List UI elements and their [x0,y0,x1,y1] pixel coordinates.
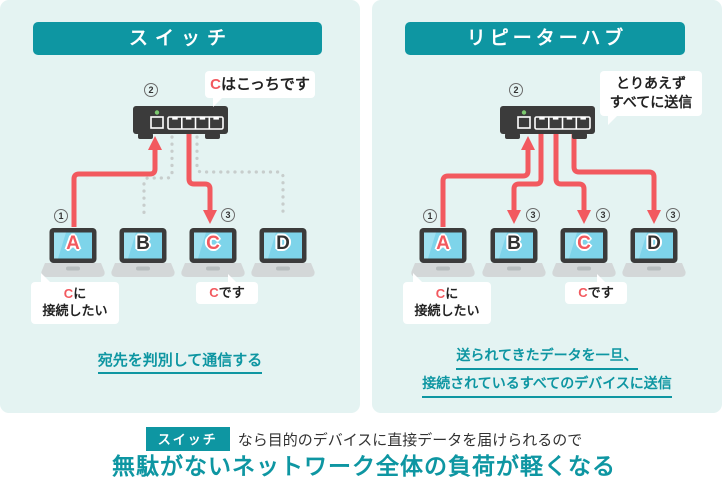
speech-tail-icon [228,274,237,283]
step-circle-3-d: 3 [666,208,680,222]
laptop-label-c: C [577,233,591,254]
laptop-icon-c [552,228,616,277]
arrow-switch-to-c [186,134,217,224]
laptop-icon-c [181,228,245,277]
footer-summary-text: なら目的のデバイスに直接データを届けられるので [237,431,583,449]
bubble-highlight: C [210,76,221,93]
step-circle-3: 3 [221,208,235,222]
laptop-label-b: B [136,233,150,254]
laptop-label-a: A [66,233,80,254]
footer-conclusion: 無駄がないネットワーク全体の負荷が軽くなる [112,453,616,479]
step-circle-1: 1 [54,209,68,223]
speech-tail-icon [213,96,224,107]
dotted-line-to-d [195,135,285,218]
repeater-hub-panel: リピーターハブ [372,0,722,413]
status-led-icon [521,110,527,115]
switch-diagram [41,106,315,277]
step-circle-3-c: 3 [596,208,610,222]
speech-tail-icon [608,114,619,125]
laptop-icon-a [41,228,105,277]
laptop-label-b: B [507,233,521,254]
hub-caption: 送られてきたデータを一旦、 接続されているすべてのデバイスに送信 [372,345,722,401]
network-switch-icon [133,106,228,139]
footer-switch-badge: スイッチ [145,427,230,451]
laptop-label-d: D [276,233,290,254]
speech-tail-icon [413,273,423,283]
step-circle-3-b: 3 [526,208,540,222]
laptop-icon-d [251,228,315,277]
laptop-a-speech-bubble: Cに 接続したい [31,273,119,324]
switch-caption: 宛先を判別して通信する [0,349,360,377]
laptop-a-speech-bubble: Cに 接続したい [403,273,491,324]
laptop-icon-d [622,228,686,277]
speech-tail-icon [41,273,51,283]
laptop-label-d: D [647,233,661,254]
hub-panel-title: リピーターハブ [405,22,685,55]
laptop-icon-b [111,228,175,277]
arrow-a-to-hub [440,136,535,227]
hub-speech-bubble: とりあえず すべてに送信 [600,71,702,125]
hub-diagram [411,106,686,277]
step-circle-2: 2 [509,83,523,97]
laptop-icon-b [482,228,546,277]
arrow-hub-to-c [553,134,591,224]
arrow-hub-to-d [571,134,661,224]
status-led-icon [154,110,160,115]
step-circle-1: 1 [423,209,437,223]
laptop-icon-a [411,228,475,277]
laptop-label-c: C [206,233,220,254]
laptop-c-speech-bubble: Cです [565,274,627,304]
switch-panel: スイッチ [0,0,360,413]
switch-speech-bubble: Cはこっちです [205,71,315,107]
arrow-hub-to-b [507,134,544,224]
speech-tail-icon [597,274,606,283]
network-hub-icon [500,106,595,139]
laptop-c-speech-bubble: Cです [196,274,258,304]
switch-panel-title: スイッチ [33,22,322,55]
laptop-label-a: A [436,233,450,254]
footer-summary-line: スイッチ なら目的のデバイスに直接データを届けられるので [0,427,728,451]
step-circle-2: 2 [144,83,158,97]
arrow-a-to-switch [71,136,162,227]
